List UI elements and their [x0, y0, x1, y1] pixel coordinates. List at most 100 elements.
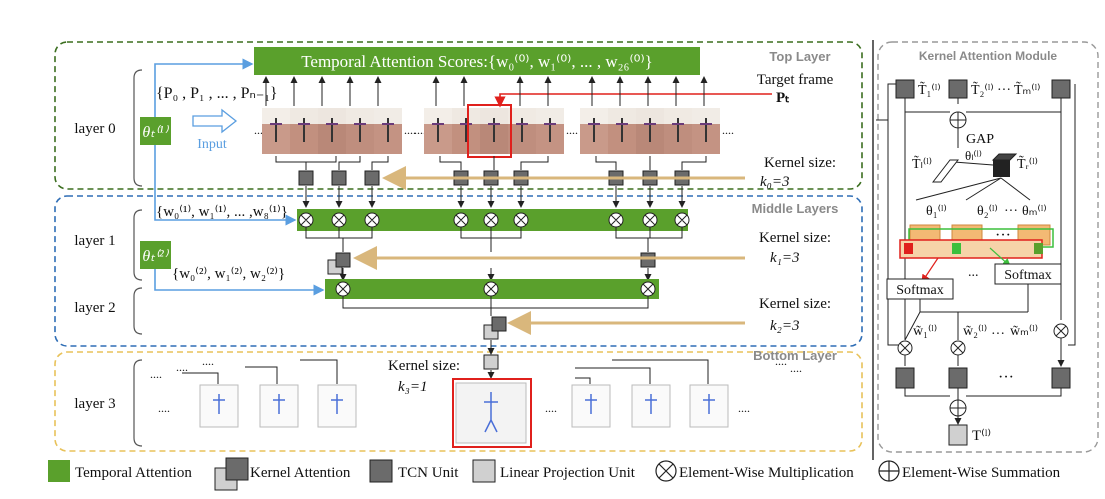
legend-kernel-swatch	[214, 457, 249, 491]
module-w1-label: w̃₁⁽ˡ⁾	[913, 324, 937, 339]
layer-0-wiring	[275, 156, 707, 170]
kernel-size-3-label: Kernel size:	[388, 358, 460, 374]
softmax-label-2: Softmax	[1004, 268, 1051, 283]
svg-text:....: ....	[722, 123, 734, 137]
module-theta-arrows	[915, 177, 1031, 201]
svg-text:....: ....	[775, 354, 787, 368]
kernel-size-2-label: Kernel size:	[759, 296, 831, 312]
module-tr-block	[993, 160, 1010, 177]
middle-layers-title: Middle Layers	[752, 201, 839, 216]
bottom-layer-title: Bottom Layer	[753, 348, 837, 363]
layer-3-label: layer 3	[74, 396, 115, 412]
module-tM-label: T̃ₘ⁽ˡ⁾	[1014, 81, 1040, 98]
module-gap-label: GAP	[966, 132, 994, 147]
top-layer-region	[54, 41, 863, 190]
svg-text:....: ....	[414, 123, 426, 137]
module-title: Kernel Attention Module	[919, 49, 1058, 63]
module-theta-dots-label: ···	[1004, 204, 1018, 219]
input-label: Input	[197, 137, 227, 152]
module-mult-to-units	[904, 338, 1061, 366]
middle-layers-region	[54, 195, 863, 347]
module-sum-wiring	[904, 388, 1062, 400]
module-tl-slab	[931, 159, 960, 183]
layer-2-kernel-attention-unit	[483, 316, 507, 340]
module-tr-label: T̃ᵣ⁽ˡ⁾	[1017, 155, 1038, 172]
pose-skeletons	[213, 392, 715, 433]
frames-set-label: {P₀ , P₁ , ... , Pₙ₋₁}	[156, 85, 278, 102]
module-t2-label: T̃₂⁽ˡ⁾	[971, 81, 994, 98]
svg-text:....: ....	[404, 123, 416, 137]
frame-group-2: .... ....	[414, 108, 578, 154]
bottom-target-highlight	[452, 378, 532, 448]
kernel-size-1-label: Kernel size:	[759, 230, 831, 246]
module-final-sum-cross	[950, 400, 966, 416]
legend-linear-swatch	[472, 459, 496, 483]
module-thetaM-label: θₘ⁽ˡ⁾	[1022, 204, 1047, 219]
module-tdots-label: ···	[997, 83, 1011, 98]
layer-2-mult-ops	[335, 281, 656, 297]
layer-0-to-mult	[302, 186, 686, 208]
legend-linear-label: Linear Projection Unit	[500, 465, 636, 481]
layer-0-label: layer 0	[74, 121, 115, 137]
layer-3-linear-unit	[483, 354, 499, 370]
module-mult-ops	[897, 323, 1069, 356]
theta-2-label: θₜ⁽²⁾	[142, 248, 169, 265]
legend-tcn-swatch	[369, 459, 393, 483]
module-box-dots-label: ···	[995, 227, 1011, 244]
target-frame-arrow	[494, 93, 772, 108]
bracket-layer-0	[133, 69, 143, 187]
frame-group-1: .... ....	[254, 108, 416, 154]
theta-1-feed-mid	[154, 145, 297, 226]
svg-text:....: ....	[150, 367, 162, 381]
module-t1-label: T̃₁⁽ˡ⁾	[918, 81, 941, 98]
temporal-attention-bar	[254, 47, 700, 75]
legend-sum-label: Element-Wise Summation	[902, 465, 1061, 481]
svg-text:....: ....	[545, 401, 557, 415]
temporal-attention-scores-label: Temporal Attention Scores:{w₀⁽⁰⁾, w₁⁽⁰⁾,…	[301, 52, 653, 71]
module-out-dots-label: ···	[998, 369, 1014, 386]
module-w2-label: w̃₂⁽ˡ⁾	[963, 324, 987, 339]
input-arrow	[192, 108, 238, 134]
k2-label: k₂=3	[770, 318, 800, 334]
target-frame-highlight	[467, 104, 512, 158]
module-output-label: T⁽ˡ⁾	[972, 428, 991, 444]
target-frame-label: Target frame	[757, 72, 834, 88]
theta-1-feed-top	[154, 58, 254, 117]
score-arrows	[262, 76, 708, 106]
theta-2-box	[140, 241, 171, 269]
module-theta1-label: θ₁⁽ˡ⁾	[926, 204, 947, 219]
module-theta2-label: θ₂⁽ˡ⁾	[977, 204, 998, 219]
w2-weights-label: {w₀⁽²⁾, w₁⁽²⁾, w₂⁽²⁾}	[172, 266, 285, 282]
bottom-layer-region	[54, 351, 863, 452]
k0-label: k₀=3	[760, 174, 790, 190]
theta-1-label: θₜ⁽¹⁾	[142, 124, 169, 141]
bottom-dots: ........ ........ ........ ........	[150, 354, 802, 415]
bottom-layer-wiring	[182, 359, 709, 384]
target-frame-symbol: Pₜ	[776, 90, 790, 106]
top-layer-title: Top Layer	[769, 49, 830, 64]
module-tcn-units-top	[895, 79, 1071, 99]
svg-text:....: ....	[566, 123, 578, 137]
layer-1-label: layer 1	[74, 233, 115, 249]
module-green-arrow	[989, 247, 1011, 267]
module-block-markers	[904, 243, 1043, 254]
bracket-layer-3	[133, 359, 143, 447]
legend-mult-label: Element-Wise Multiplication	[679, 465, 854, 481]
module-wiring	[876, 83, 1076, 346]
layer-2-wiring	[342, 296, 649, 316]
module-red-box	[899, 239, 1043, 259]
module-output-unit	[948, 424, 968, 446]
kernel-attention-module-region	[877, 41, 1099, 453]
module-red-arrow	[921, 257, 939, 283]
module-softmax-out	[904, 284, 1029, 341]
module-tcn-units-bottom	[895, 367, 1071, 389]
softmax-label-1: Softmax	[896, 283, 943, 298]
layer-1-to-mult	[339, 268, 652, 281]
legend-tcn-label: TCN Unit	[398, 465, 459, 481]
legend-temporal-label: Temporal Attention	[75, 465, 192, 481]
layer-2-label: layer 2	[74, 300, 115, 316]
bracket-layer-1	[133, 209, 143, 281]
theta-1-box	[140, 117, 171, 145]
legend-sum-icon	[878, 460, 900, 482]
